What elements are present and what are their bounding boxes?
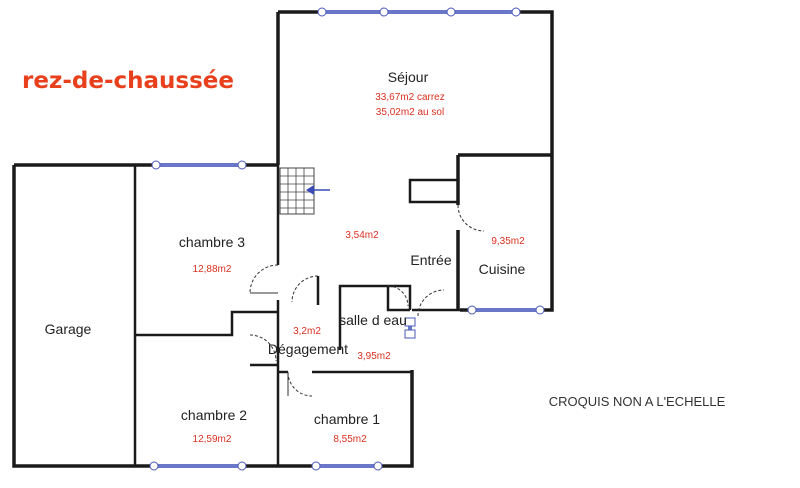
room-entree-area: 3,54m2 bbox=[345, 230, 379, 241]
room-chambre2-area: 12,59m2 bbox=[193, 434, 232, 445]
room-salle-deau-label: salle d eau bbox=[339, 312, 407, 328]
room-chambre3-label: chambre 3 bbox=[179, 234, 245, 250]
room-salle-deau-area: 3,95m2 bbox=[357, 351, 391, 362]
room-degagement-area: 3,2m2 bbox=[293, 326, 321, 337]
room-entree-label: Entrée bbox=[410, 252, 451, 268]
room-chambre1-area: 8,55m2 bbox=[333, 434, 367, 445]
room-chambre3-area: 12,88m2 bbox=[193, 264, 232, 275]
room-chambre2-label: chambre 2 bbox=[181, 407, 247, 423]
floor-title: rez-de-chaussée bbox=[22, 68, 234, 94]
room-cuisine-label: Cuisine bbox=[479, 261, 526, 277]
staircase bbox=[279, 167, 330, 215]
room-chambre1-label: chambre 1 bbox=[314, 411, 380, 427]
room-sejour-area-sol: 35,02m2 au sol bbox=[376, 107, 444, 118]
room-cuisine-area: 9,35m2 bbox=[491, 236, 525, 247]
room-sejour-label: Séjour bbox=[388, 69, 429, 85]
doors bbox=[249, 204, 485, 397]
room-degagement-label: Dégagement bbox=[268, 341, 348, 357]
room-sejour-area-carrez: 33,67m2 carrez bbox=[375, 92, 444, 103]
scale-note: CROQUIS NON A L'ECHELLE bbox=[549, 394, 726, 409]
windows bbox=[149, 7, 545, 471]
room-garage-label: Garage bbox=[45, 321, 92, 337]
